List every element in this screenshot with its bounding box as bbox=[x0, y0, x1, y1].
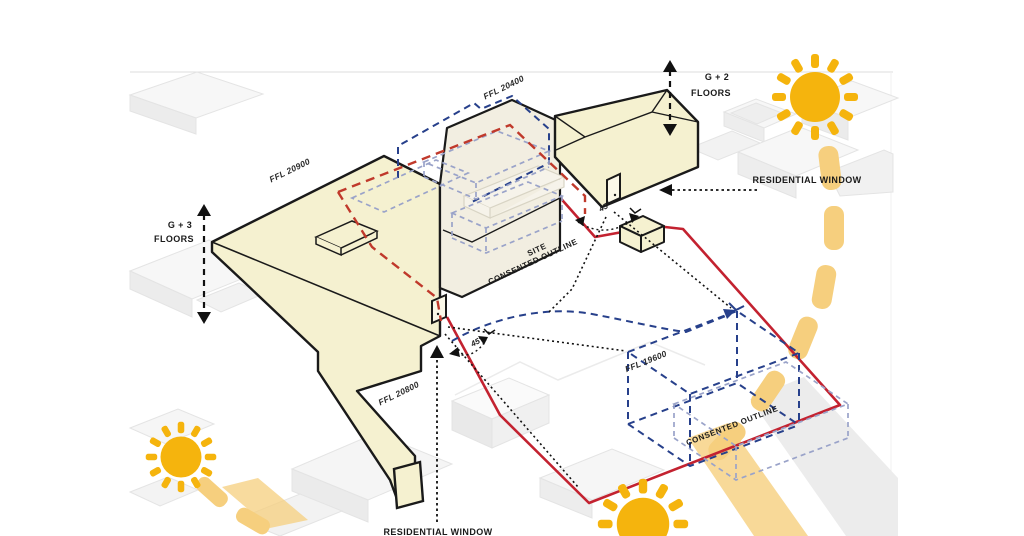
site-boundary-line bbox=[445, 192, 842, 505]
context-buildings bbox=[128, 71, 900, 536]
angle-arc-right bbox=[575, 207, 642, 231]
consented-building-right bbox=[553, 88, 700, 209]
navy-arrowhead bbox=[723, 309, 736, 319]
angle-arc-left bbox=[449, 328, 496, 357]
sight-lines bbox=[444, 211, 732, 488]
proposed-outline-red bbox=[336, 123, 587, 322]
site-building-middle bbox=[438, 98, 566, 299]
floors-right-line1: G + 2 bbox=[705, 72, 729, 82]
ffl-20400-label: FFL 20400 bbox=[482, 73, 526, 101]
floors-right-line2: FLOORS bbox=[691, 88, 731, 98]
ghost-outline-blue bbox=[349, 130, 850, 481]
residential-window-pointer-bottom bbox=[430, 345, 444, 522]
right-building-window bbox=[606, 172, 621, 206]
floors-left-line2: FLOORS bbox=[154, 234, 194, 244]
residential-window-label-right: RESIDENTIAL WINDOW bbox=[752, 175, 861, 185]
small-outbuilding bbox=[619, 215, 665, 253]
residential-window-label-bottom: RESIDENTIAL WINDOW bbox=[383, 527, 492, 536]
ffl-20900-label: FFL 20900 bbox=[268, 156, 312, 184]
consented-outline-navy bbox=[397, 94, 802, 468]
residential-window-pointer-right bbox=[659, 184, 757, 196]
residential-window-panel bbox=[392, 460, 425, 510]
rooftop-plant-box bbox=[314, 220, 379, 257]
floors-arrow-right bbox=[663, 60, 677, 136]
floors-arrow-left bbox=[197, 204, 211, 324]
floors-left-line1: G + 3 bbox=[168, 220, 192, 230]
